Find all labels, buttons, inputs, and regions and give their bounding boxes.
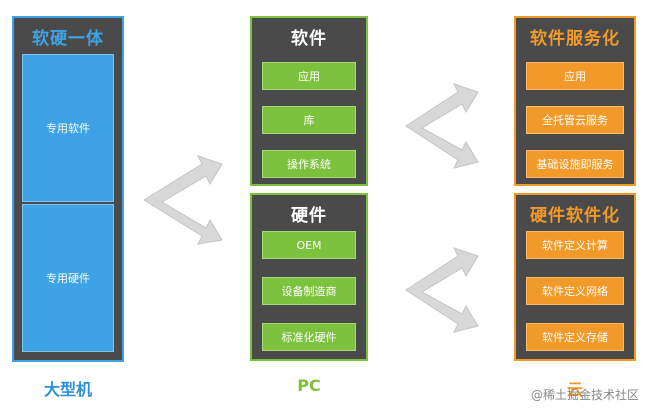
pc-hardware-panel: 硬件 OEM 设备制造商 标准化硬件 [250, 193, 368, 361]
pc-software-item: 操作系统 [262, 150, 356, 178]
pc-hardware-item: 标准化硬件 [262, 323, 356, 351]
cloud-software-item: 全托管云服务 [526, 106, 624, 134]
cloud-hardware-title: 硬件软件化 [530, 205, 620, 226]
cloud-hardware-panel: 硬件软件化 软件定义计算 软件定义网络 软件定义存储 [514, 193, 636, 361]
pc-hardware-title: 硬件 [291, 205, 327, 226]
watermark: @稀土掘金技术社区 [530, 388, 639, 402]
pc-hardware-item: OEM [262, 231, 356, 259]
cloud-hardware-item: 软件定义存储 [526, 323, 624, 351]
special-software-block: 专用软件 [22, 54, 114, 202]
pc-to-cloud-software-arrow-icon [405, 83, 479, 169]
mainframe-to-pc-arrow-icon [143, 155, 223, 245]
pc-software-item: 库 [262, 106, 356, 134]
mainframe-panel: 软硬一体 专用软件 专用硬件 [12, 16, 124, 362]
cloud-hardware-item: 软件定义网络 [526, 277, 624, 305]
cloud-software-panel: 软件服务化 应用 全托管云服务 基础设施即服务 [514, 16, 636, 186]
pc-software-panel: 软件 应用 库 操作系统 [250, 16, 368, 186]
pc-caption: PC [297, 376, 321, 395]
cloud-software-item: 应用 [526, 62, 624, 90]
mainframe-caption: 大型机 [43, 380, 92, 399]
pc-software-item: 应用 [262, 62, 356, 90]
cloud-hardware-item: 软件定义计算 [526, 231, 624, 259]
cloud-caption: 云 [566, 380, 583, 399]
pc-hardware-item: 设备制造商 [262, 277, 356, 305]
cloud-software-title: 软件服务化 [530, 28, 620, 49]
mainframe-title: 软硬一体 [32, 28, 104, 49]
pc-to-cloud-hardware-arrow-icon [405, 247, 479, 333]
pc-software-title: 软件 [291, 28, 327, 49]
cloud-software-item: 基础设施即服务 [526, 150, 624, 178]
special-hardware-block: 专用硬件 [22, 204, 114, 352]
